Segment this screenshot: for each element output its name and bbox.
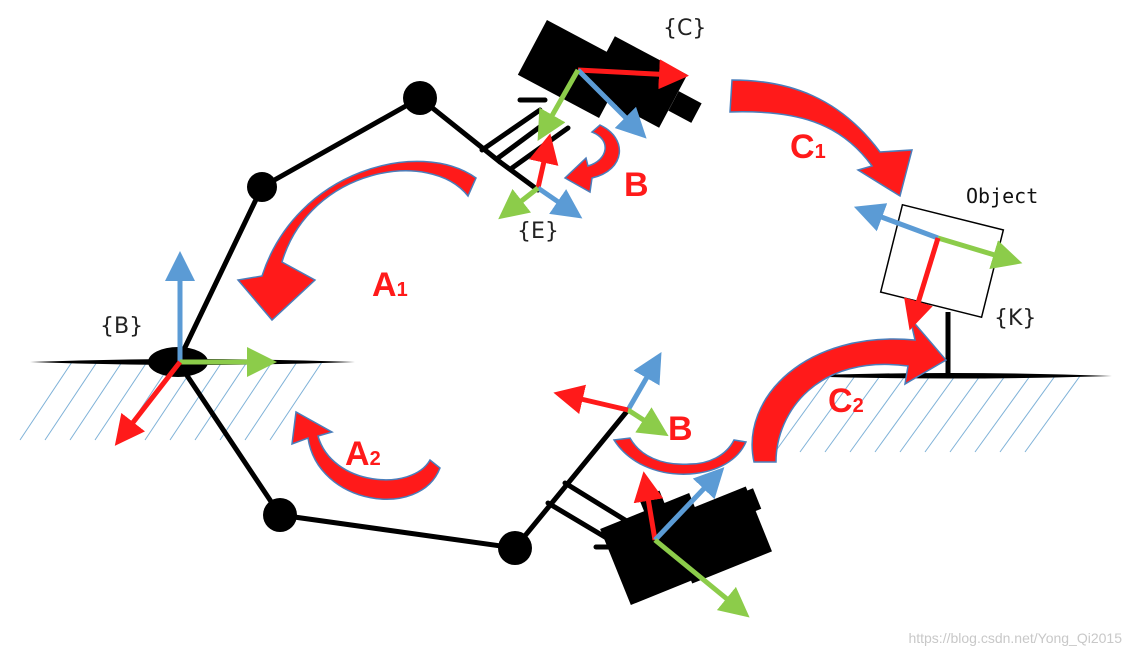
frame-label-end-effector: {E} — [517, 219, 559, 244]
arrow-b-lower — [612, 437, 748, 475]
arrow-c1 — [729, 79, 913, 198]
frame-label-camera: {C} — [663, 16, 706, 41]
arrow-c2 — [751, 317, 948, 463]
axes-end-effector-upper — [498, 133, 583, 220]
axes-camera-lower — [633, 467, 750, 618]
robot-joints-lower — [263, 498, 532, 565]
robot-joints-upper — [247, 81, 437, 202]
frame-label-object-mount: {K} — [994, 306, 1036, 331]
axes-object — [853, 203, 1023, 331]
label-b-upper: B — [624, 166, 649, 204]
watermark: https://blog.csdn.net/Yong_Qi2015 — [908, 630, 1122, 646]
label-c2: C2 — [828, 382, 864, 420]
label-c1: C1 — [790, 128, 826, 166]
transform-arrows — [236, 79, 948, 500]
axes-end-effector-lower — [553, 352, 669, 437]
robot-arm-lower — [175, 359, 643, 551]
axes-base — [114, 251, 277, 446]
frame-label-base: {B} — [100, 314, 143, 339]
label-b-lower: B — [668, 410, 693, 448]
arrow-a2 — [291, 410, 441, 500]
arrow-b-upper — [563, 124, 620, 194]
axes-camera-upper — [537, 59, 689, 142]
robot-arm-upper — [175, 94, 571, 365]
ground-right — [774, 373, 1112, 453]
target-object — [879, 203, 1005, 376]
camera-lower — [600, 486, 772, 605]
label-a2: A2 — [345, 435, 381, 473]
label-a1: A1 — [372, 266, 408, 304]
object-label: Object — [966, 184, 1038, 208]
arrow-a1 — [236, 160, 477, 322]
